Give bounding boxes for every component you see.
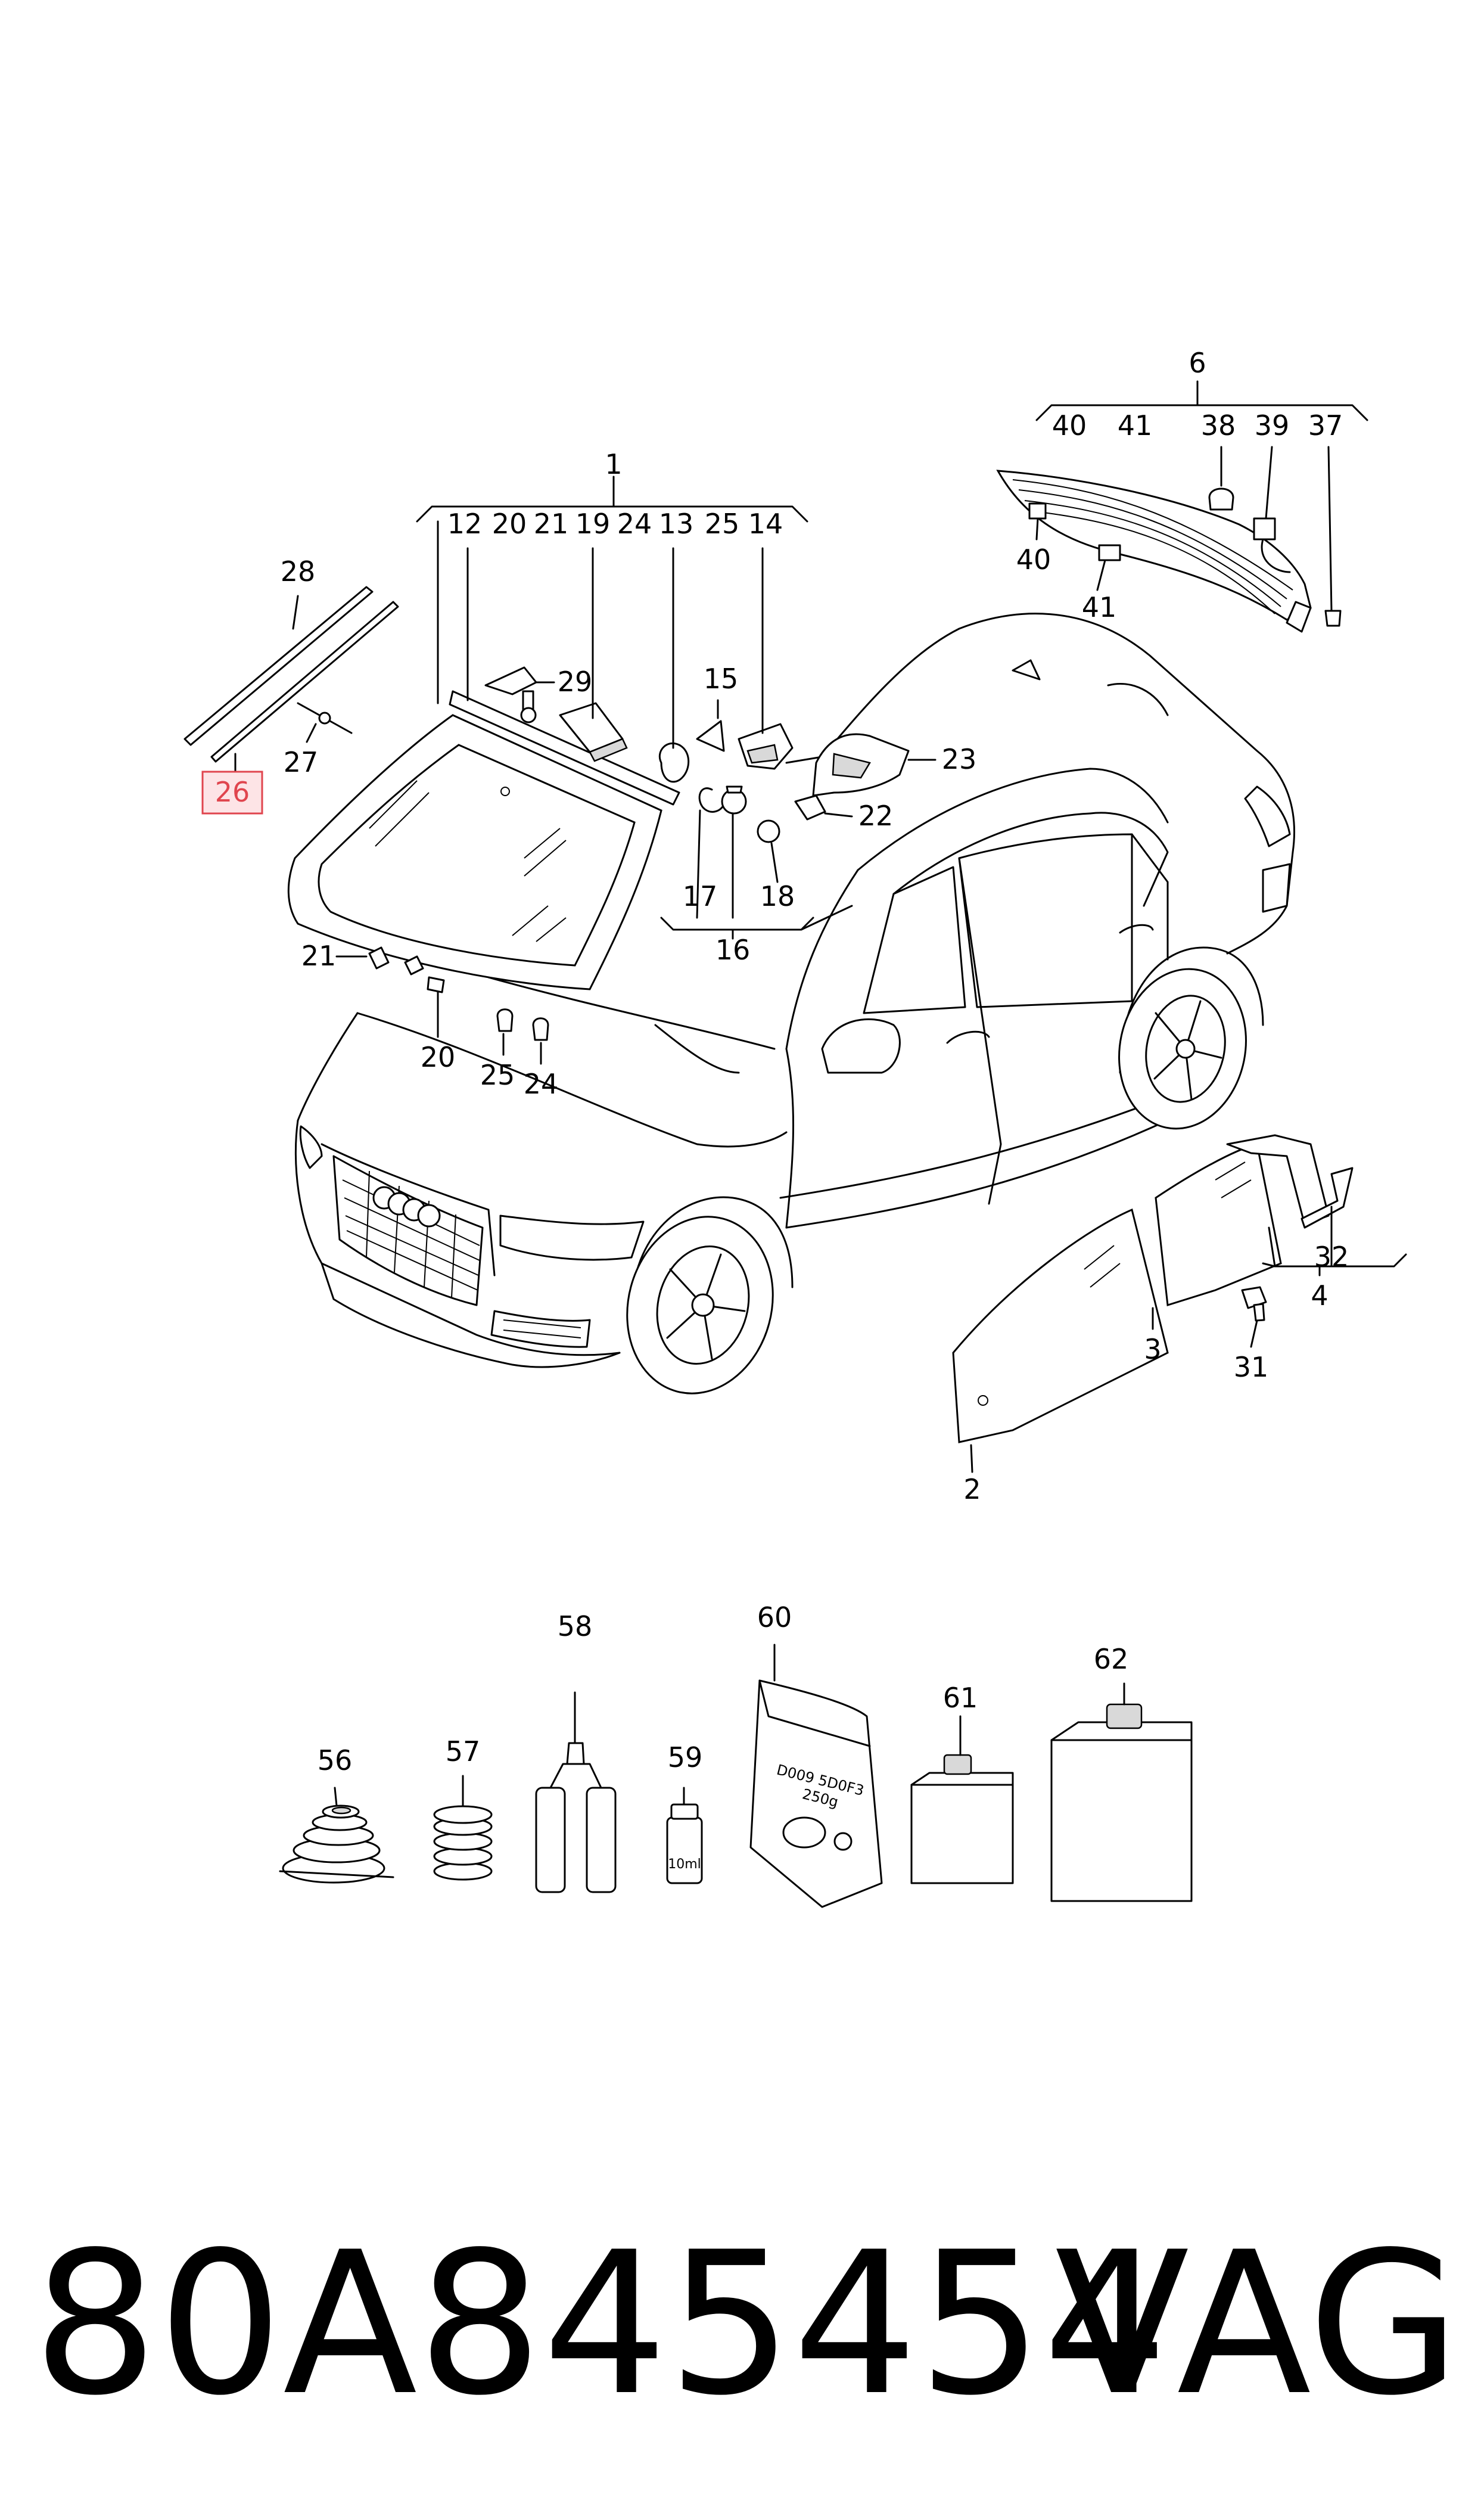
adhesive-cartridge-58 bbox=[535, 1691, 617, 1893]
callout-lines bbox=[234, 380, 1407, 1807]
label-24: 24 bbox=[617, 508, 652, 540]
label-3: 3 bbox=[1144, 1333, 1161, 1365]
label-41: 41 bbox=[1118, 409, 1153, 442]
label-1: 1 bbox=[605, 448, 622, 480]
label-2: 2 bbox=[963, 1473, 981, 1505]
label-41b: 41 bbox=[1082, 591, 1117, 623]
bag-60 bbox=[749, 1679, 883, 1908]
label-57: 57 bbox=[446, 1735, 481, 1768]
label-20b: 20 bbox=[421, 1041, 456, 1073]
label-6: 6 bbox=[1189, 347, 1206, 379]
label-31: 31 bbox=[1234, 1351, 1269, 1383]
callout-labels: 1 12 20 21 19 24 13 25 14 28 29 15 27 23… bbox=[215, 347, 1349, 1776]
label-26: 26 bbox=[215, 776, 250, 808]
label-13: 13 bbox=[659, 508, 694, 540]
label-28: 28 bbox=[281, 555, 316, 588]
label-21b: 21 bbox=[301, 940, 337, 972]
highlight-box bbox=[201, 771, 263, 815]
rear-wheel bbox=[1118, 946, 1264, 1130]
label-19: 19 bbox=[575, 508, 611, 540]
front-wheel bbox=[626, 1196, 794, 1394]
label-17: 17 bbox=[683, 880, 718, 912]
bottle-volume-text: 10ml bbox=[668, 1857, 701, 1872]
label-25: 25 bbox=[705, 508, 740, 540]
label-4: 4 bbox=[1311, 1279, 1328, 1312]
label-29: 29 bbox=[558, 666, 593, 698]
label-24b: 24 bbox=[524, 1068, 559, 1100]
label-23: 23 bbox=[942, 743, 977, 775]
car-illustration bbox=[294, 613, 1295, 1394]
clips-and-brackets bbox=[368, 666, 910, 1041]
label-37: 37 bbox=[1308, 409, 1343, 442]
label-39: 39 bbox=[1255, 409, 1290, 442]
label-16: 16 bbox=[715, 934, 751, 966]
bottle-59 bbox=[666, 1803, 703, 1884]
parts-diagram: 1 12 20 21 19 24 13 25 14 28 29 15 27 23… bbox=[183, 347, 1407, 1908]
label-56: 56 bbox=[318, 1744, 353, 1776]
door-glasses bbox=[952, 1134, 1354, 1443]
label-12: 12 bbox=[447, 508, 483, 540]
brand-name: VAG bbox=[1054, 2210, 1460, 2439]
label-15: 15 bbox=[704, 663, 739, 695]
label-14: 14 bbox=[748, 508, 783, 540]
label-18: 18 bbox=[760, 880, 795, 912]
label-58: 58 bbox=[558, 1610, 593, 1642]
label-40b: 40 bbox=[1016, 543, 1051, 576]
label-38: 38 bbox=[1201, 409, 1236, 442]
part-number: 80A845454 bbox=[33, 2210, 1168, 2439]
label-25b: 25 bbox=[480, 1059, 515, 1091]
label-62: 62 bbox=[1094, 1643, 1129, 1675]
container-62 bbox=[1050, 1703, 1193, 1902]
label-27: 27 bbox=[284, 746, 319, 778]
accessories-row bbox=[279, 1679, 1193, 1908]
label-40: 40 bbox=[1052, 409, 1087, 442]
wire-coil-57 bbox=[433, 1805, 493, 1881]
brand-rings bbox=[372, 1186, 441, 1228]
label-59: 59 bbox=[668, 1741, 703, 1773]
label-60: 60 bbox=[757, 1601, 792, 1633]
label-22: 22 bbox=[858, 800, 894, 832]
windscreen bbox=[287, 690, 680, 990]
windscreen-moulding bbox=[183, 586, 399, 763]
sealing-coil-56 bbox=[279, 1804, 394, 1884]
bottle-61 bbox=[910, 1754, 1014, 1884]
rear-window-assembly bbox=[996, 470, 1342, 633]
label-21: 21 bbox=[534, 508, 569, 540]
label-32: 32 bbox=[1314, 1241, 1349, 1273]
label-20: 20 bbox=[492, 508, 527, 540]
label-61: 61 bbox=[943, 1682, 978, 1714]
